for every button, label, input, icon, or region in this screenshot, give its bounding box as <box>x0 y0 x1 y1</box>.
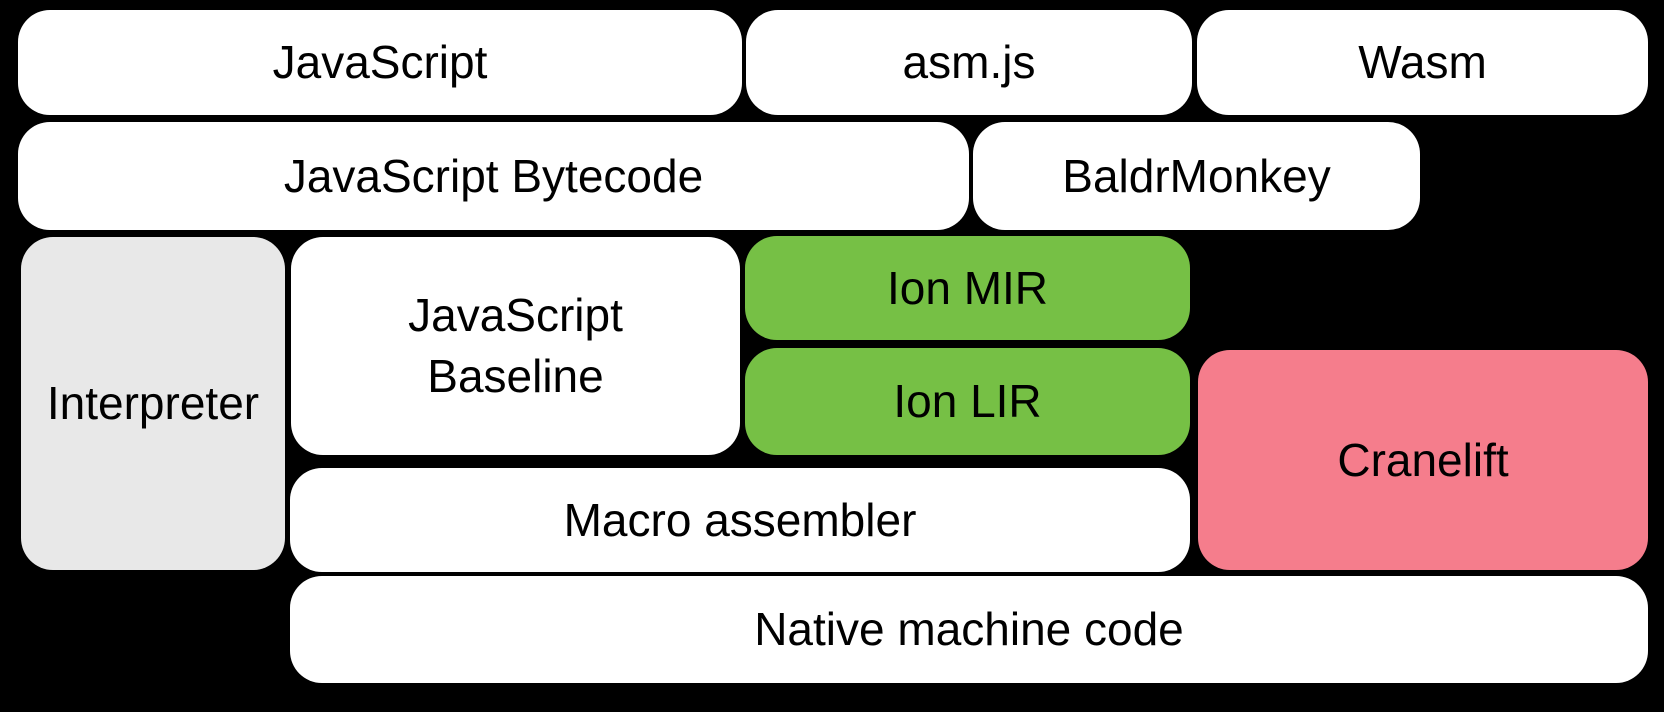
box-ion-lir: Ion LIR <box>745 348 1190 455</box>
box-asm-js: asm.js <box>746 10 1192 115</box>
box-label-wasm: Wasm <box>1358 36 1487 89</box>
box-javascript: JavaScript <box>18 10 742 115</box>
box-wasm: Wasm <box>1197 10 1648 115</box>
box-label-ion-lir: Ion LIR <box>893 375 1042 428</box>
box-label-macro-assembler: Macro assembler <box>563 493 917 546</box>
box-javascript-baseline: JavaScript Baseline <box>291 237 740 455</box>
box-macro-assembler: Macro assembler <box>290 468 1190 572</box>
box-native-machine-code: Native machine code <box>290 576 1648 683</box>
box-label-cranelift: Cranelift <box>1337 433 1509 486</box>
box-label-baldrmonkey: BaldrMonkey <box>1062 149 1331 202</box>
box-javascript-bytecode: JavaScript Bytecode <box>18 122 969 230</box>
box-label-ion-mir: Ion MIR <box>886 261 1049 314</box>
box-label-interpreter: Interpreter <box>46 377 260 430</box>
box-label-javascript-baseline: JavaScript Baseline <box>408 289 623 402</box>
box-interpreter: Interpreter <box>21 237 285 570</box>
box-baldrmonkey: BaldrMonkey <box>973 122 1420 230</box>
box-label-native-machine-code: Native machine code <box>754 603 1184 656</box>
box-label-javascript-bytecode: JavaScript Bytecode <box>283 149 704 202</box>
box-cranelift: Cranelift <box>1198 350 1648 570</box>
box-ion-mir: Ion MIR <box>745 236 1190 340</box>
box-label-javascript: JavaScript <box>272 36 488 89</box>
box-label-asm-js: asm.js <box>902 36 1036 89</box>
